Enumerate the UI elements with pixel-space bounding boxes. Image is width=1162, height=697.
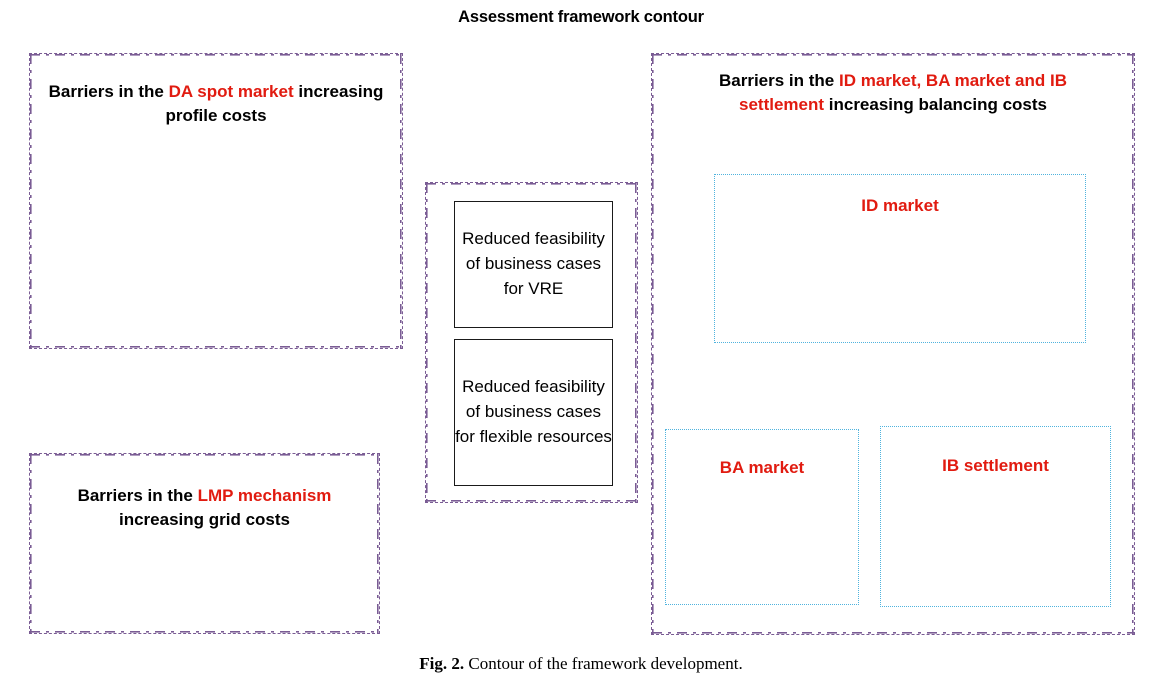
subbox-ba-market: BA market	[665, 429, 859, 605]
outcome-box-flexible-resources: Reduced feasibility of business cases fo…	[454, 339, 613, 486]
subbox-ib-settlement-label: IB settlement	[942, 456, 1049, 475]
panel-balancing-heading: Barriers in the ID market, BA market and…	[652, 69, 1134, 117]
panel-balancing-costs: Barriers in the ID market, BA market and…	[651, 53, 1135, 635]
figure-title: Assessment framework contour	[458, 8, 704, 26]
subbox-ib-settlement: IB settlement	[880, 426, 1111, 607]
figure-caption: Fig. 2. Contour of the framework develop…	[0, 654, 1162, 674]
outcome-box-vre-label: Reduced feasibility of business cases fo…	[462, 229, 605, 298]
figure-caption-label: Fig. 2.	[419, 654, 465, 673]
outcome-box-vre: Reduced feasibility of business cases fo…	[454, 201, 613, 328]
panel-da-heading-lead: Barriers in the	[48, 82, 169, 101]
panel-balancing-heading-lead: Barriers in the	[719, 71, 839, 90]
panel-balancing-heading-accent: ID market, BA market and IB settlement	[739, 71, 1067, 115]
subbox-id-market-label: ID market	[861, 196, 939, 215]
panel-lmp-heading: Barriers in the LMP mechanism increasing…	[30, 484, 379, 532]
panel-da-spot-market: Barriers in the DA spot market increasin…	[29, 53, 403, 349]
panel-lmp-heading-accent: LMP mechanism	[197, 486, 332, 505]
subbox-id-market: ID market	[714, 174, 1086, 343]
figure-caption-text: Contour of the framework development.	[464, 654, 743, 673]
outcome-box-flexible-resources-label: Reduced feasibility of business cases fo…	[455, 377, 612, 446]
panel-lmp-border	[30, 454, 379, 633]
panel-da-heading-tail: increasing profile costs	[165, 82, 384, 126]
subbox-ba-market-label: BA market	[719, 458, 805, 477]
panel-da-heading-accent: DA spot market	[168, 82, 294, 101]
panel-da-heading: Barriers in the DA spot market increasin…	[30, 80, 402, 128]
panel-outcomes: Reduced feasibility of business cases fo…	[425, 182, 638, 503]
panel-balancing-heading-tail: increasing balancing costs	[824, 95, 1047, 115]
panel-lmp-heading-lead: Barriers in the	[77, 486, 198, 505]
panel-lmp-heading-tail: increasing grid costs	[119, 510, 290, 530]
panel-lmp-mechanism: Barriers in the LMP mechanism increasing…	[29, 453, 380, 634]
